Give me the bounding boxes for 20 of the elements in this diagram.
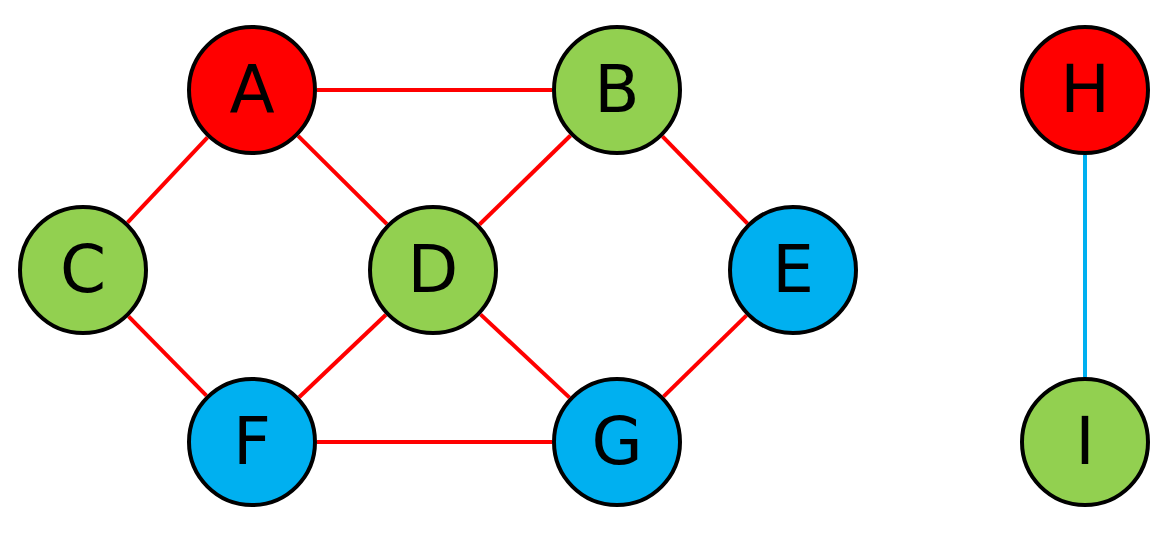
connector-line — [479, 312, 571, 400]
node-label: A — [229, 57, 275, 123]
connector-line — [662, 314, 748, 398]
connector-line — [317, 88, 552, 92]
connector-line — [296, 134, 389, 226]
connector-line — [661, 135, 749, 225]
connector-line — [1083, 155, 1087, 377]
node-label: C — [59, 237, 107, 303]
node-label: I — [1075, 409, 1095, 475]
node-label: F — [233, 409, 271, 475]
connector-line — [317, 440, 552, 444]
connector-line — [478, 134, 572, 226]
node-label: B — [594, 57, 640, 123]
node-label: H — [1060, 57, 1110, 123]
node-label: E — [772, 237, 814, 303]
node-label: G — [591, 409, 643, 475]
connector-line — [297, 313, 388, 399]
connector-line — [126, 136, 209, 224]
connector-line — [127, 314, 208, 398]
node-label: D — [407, 237, 459, 303]
